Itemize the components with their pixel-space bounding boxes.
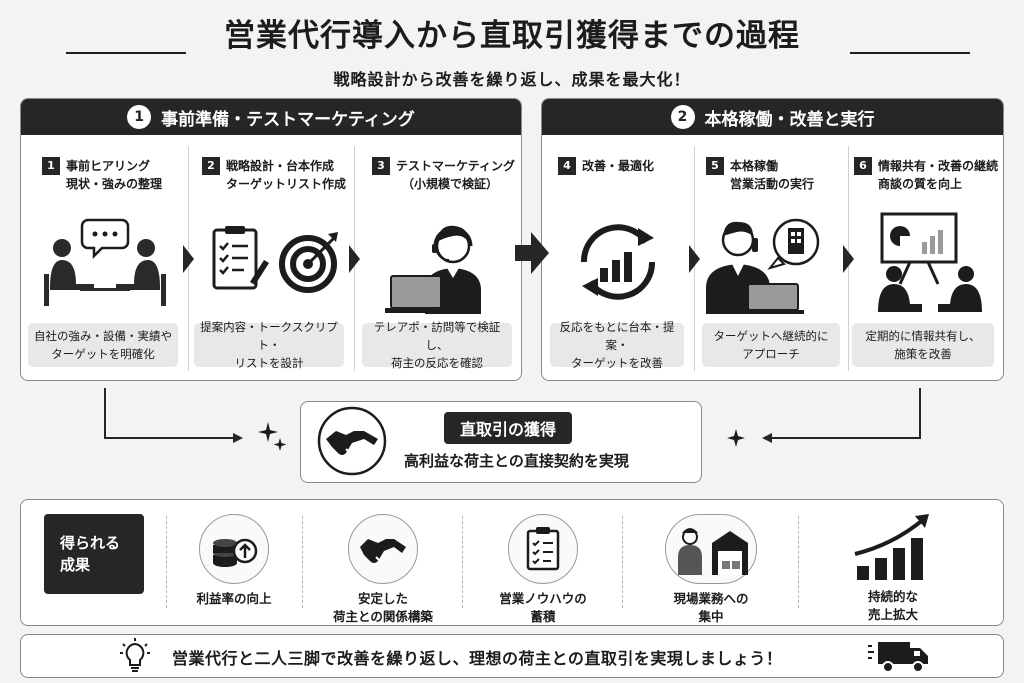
step-1-desc-line-2: ターゲットを明確化 (51, 347, 155, 361)
truck-icon (868, 642, 928, 673)
step-1-desc-line-1: 自社の強み・設備・実績や (34, 329, 172, 343)
results-separator (166, 516, 167, 608)
step-6-description: 定期的に情報共有し、 施策を改善 (852, 323, 994, 367)
result-profit-line-1: 利益率の向上 (196, 591, 272, 606)
lightbulb-icon (120, 638, 150, 672)
presentation-meeting-icon (878, 212, 982, 312)
phase-2-header: 2 本格稼働・改善と実行 (542, 99, 1003, 135)
results-label-line-2: 成果 (60, 556, 91, 574)
meeting-icon (44, 218, 166, 306)
step-2-number: 2 (202, 157, 220, 175)
result-knowhow-line-1: 営業ノウハウの (499, 591, 587, 606)
phase-1-label: 事前準備・テストマーケティング (161, 109, 415, 130)
title-line-right (850, 52, 970, 54)
coins-up-icon (199, 514, 269, 584)
step-3-subtitle: （小規模で検証） (402, 177, 499, 191)
chevron-right-icon (689, 245, 700, 273)
step-3-desc-line-2: 荷主の反応を確認 (391, 356, 483, 370)
acquisition-title: 直取引の獲得 (444, 412, 573, 444)
phase-1-number: 1 (127, 105, 152, 129)
bottom-message: 営業代行と二人三脚で改善を繰り返し、理想の荷主との直取引を実現しましょう！ (172, 649, 783, 668)
step-5-desc-line-2: アプローチ (742, 347, 800, 361)
bottom-banner (20, 634, 1004, 678)
step-4-number: 4 (558, 157, 576, 175)
step-3-title: テストマーケティング (396, 159, 516, 173)
step-6-title: 情報共有・改善の継続 (878, 159, 999, 173)
page-title: 営業代行導入から直取引獲得までの過程 (224, 18, 800, 54)
step-4-desc-line-2: ターゲットを改善 (571, 356, 663, 370)
step-1-description: 自社の強み・設備・実績や ターゲットを明確化 (28, 323, 178, 367)
result-focus-line-2: 集中 (698, 609, 724, 624)
chevron-right-icon (183, 245, 194, 273)
improvement-cycle-icon (580, 224, 656, 300)
phase-2-label: 本格稼働・改善と実行 (704, 109, 875, 130)
step-5-desc-line-1: ターゲットへ継続的に (713, 329, 829, 343)
step-5-label: 5 本格稼働営業活動の実行 (706, 157, 814, 193)
step-1-subtitle: 現状・強みの整理 (66, 177, 163, 191)
step-2-desc-line-2: リストを設計 (234, 356, 304, 370)
step-4-description: 反応をもとに台本・提案・ ターゲットを改善 (550, 320, 684, 370)
result-knowhow-line-2: 蓄積 (530, 609, 556, 624)
step-6-desc-line-1: 定期的に情報共有し、 (865, 329, 981, 343)
step-4-title: 改善・最適化 (582, 159, 655, 173)
result-item-focus: 現場業務への 集中 (632, 514, 790, 626)
results-separator (302, 516, 303, 608)
step-3-number: 3 (372, 157, 390, 175)
step-6-label: 6 情報共有・改善の継続商談の質を向上 (854, 157, 998, 193)
step-1-number: 1 (42, 157, 60, 175)
step-2-title: 戦略設計・台本作成 (226, 159, 335, 173)
step-3-label: 3 テストマーケティング （小規模で検証） (372, 157, 515, 193)
step-4-label: 4 改善・最適化 (558, 157, 654, 175)
handshake-icon (317, 406, 387, 476)
growth-chart-icon (854, 514, 929, 580)
result-growth-line-2: 売上拡大 (867, 607, 918, 622)
step-5-title: 本格稼働 (730, 159, 779, 173)
results-label: 得られる 成果 (44, 514, 144, 594)
acquisition-text: 高利益な荷主との直接契約を実現 (404, 452, 629, 470)
step-6-desc-line-2: 施策を改善 (894, 347, 952, 361)
step-2-desc-line-1: 提案内容・トークスクリプト・ (200, 320, 338, 352)
result-item-knowhow: 営業ノウハウの 蓄積 (470, 514, 616, 626)
result-relationship-line-1: 安定した (357, 591, 408, 606)
results-label-line-1: 得られる (60, 534, 121, 552)
step-3-description: テレアポ・訪問等で検証し、 荷主の反応を確認 (362, 320, 512, 370)
connector-arrows (104, 388, 921, 443)
result-growth-line-1: 持続的な (867, 589, 918, 604)
warehouse-worker-icon (665, 514, 757, 584)
results-separator (462, 516, 463, 608)
step-1-title: 事前ヒアリング (66, 159, 151, 173)
chevron-right-icon (843, 245, 854, 273)
page-subtitle: 戦略設計から改善を繰り返し、成果を最大化！ (333, 70, 691, 89)
result-item-growth: 持続的な 売上拡大 (818, 512, 968, 624)
operator-laptop-icon (385, 225, 481, 314)
clipboard-target-icon (212, 226, 338, 293)
phase-2-number: 2 (670, 105, 695, 129)
results-separator (622, 516, 623, 608)
step-6-number: 6 (854, 157, 872, 175)
step-2-description: 提案内容・トークスクリプト・ リストを設計 (194, 320, 344, 370)
step-1-label: 1 事前ヒアリング現状・強みの整理 (42, 157, 162, 193)
phase-1-header: 1 事前準備・テストマーケティング (21, 99, 521, 135)
checklist-icon (508, 514, 578, 584)
step-5-number: 5 (706, 157, 724, 175)
step-5-subtitle: 営業活動の実行 (730, 177, 815, 191)
sales-call-icon (706, 218, 820, 314)
sparkle-icon (258, 422, 287, 451)
handshake-icon (348, 514, 418, 584)
step-4-desc-line-1: 反応をもとに台本・提案・ (559, 320, 675, 352)
step-5-description: ターゲットへ継続的に アプローチ (702, 323, 840, 367)
phase-transition-arrow-icon (515, 232, 549, 274)
step-6-subtitle: 商談の質を向上 (878, 177, 963, 191)
result-focus-line-1: 現場業務への (673, 591, 749, 606)
title-line-left (66, 52, 186, 54)
chevron-right-icon (349, 245, 360, 273)
result-item-profit: 利益率の向上 (174, 514, 294, 608)
step-3-desc-line-1: テレアポ・訪問等で検証し、 (373, 320, 501, 352)
result-item-relationship: 安定した 荷主との関係構築 (310, 514, 456, 626)
step-2-subtitle: ターゲットリスト作成 (226, 177, 347, 191)
step-2-label: 2 戦略設計・台本作成ターゲットリスト作成 (202, 157, 346, 193)
result-relationship-line-2: 荷主との関係構築 (333, 609, 433, 624)
sparkle-icon (727, 429, 745, 447)
results-separator (798, 516, 799, 608)
